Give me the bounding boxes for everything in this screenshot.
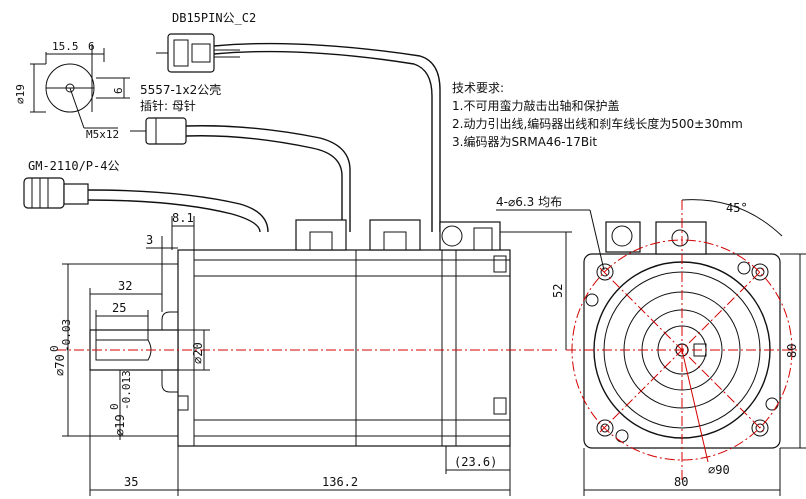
side-view-dimensions: 8.1 3 32 25 ⌀20 ⌀70 0 -0.03 ⌀19 0 -0.013: [48, 211, 572, 496]
dim-dia-19-tol-top: 0: [108, 403, 121, 410]
tech-title: 技术要求:: [452, 81, 504, 95]
angle-label: 45°: [726, 201, 748, 215]
dim-dia-19-small: ⌀19: [14, 84, 27, 104]
front-view-dimensions: 4-⌀6.3 均布 45° 80 80 ⌀90: [496, 195, 806, 496]
dim-80-right: 80: [785, 344, 799, 358]
motor-front-view: [566, 200, 798, 480]
dim-dia-20: ⌀20: [191, 342, 205, 364]
power-connector: GM-2110/P-4公: [23, 159, 269, 233]
db15-label: DB15PIN公_C2: [172, 11, 256, 25]
dim-dia-19-tol-bot: -0.013: [120, 370, 133, 410]
tech-requirements: 技术要求: 1.不可用蛮力敲击出轴和保护盖 2.动力引出线,编码器出线和刹车线长…: [452, 81, 743, 149]
power-label: GM-2110/P-4公: [28, 159, 119, 173]
tech-item-3: 3.编码器为SRMA46-17Bit: [452, 134, 597, 149]
thread-label: M5x12: [86, 128, 119, 141]
db15-connector: DB15PIN公_C2: [156, 11, 441, 232]
dim-35: 35: [124, 475, 138, 489]
dim-dia-70: ⌀70: [53, 354, 67, 376]
dim-dia-70-tol-bot: -0.03: [60, 319, 73, 352]
shaft-end-view: 15.5 6 ⌀19 6 M5x12: [14, 40, 130, 141]
brake-label-1: 5557-1x2公壳: [140, 83, 221, 97]
brake-label-2: 插针: 母针: [140, 98, 196, 113]
dim-80-bottom: 80: [674, 475, 688, 489]
dim-dia-19: ⌀19: [113, 414, 127, 436]
dim-25: 25: [112, 301, 126, 315]
tech-item-1: 1.不可用蛮力敲击出轴和保护盖: [452, 98, 619, 113]
dim-8-1: 8.1: [172, 211, 194, 225]
dim-15-5: 15.5: [52, 40, 79, 53]
dim-32: 32: [118, 279, 132, 293]
dim-23-6: (23.6): [454, 455, 497, 469]
tech-item-2: 2.动力引出线,编码器出线和刹车线长度为500±30mm: [452, 116, 743, 131]
dim-136-2: 136.2: [322, 475, 358, 489]
brake-connector: 5557-1x2公壳 插针: 母针: [130, 83, 351, 232]
dim-52: 52: [551, 284, 565, 298]
holes-label: 4-⌀6.3 均布: [496, 195, 562, 209]
dim-dia-70-tol-top: 0: [48, 345, 61, 352]
dim-key-height: 6: [112, 87, 125, 94]
dim-dia-90: ⌀90: [708, 463, 730, 477]
dim-3: 3: [146, 233, 153, 247]
motor-side-view: [56, 219, 560, 447]
dim-key-6: 6: [88, 40, 95, 53]
